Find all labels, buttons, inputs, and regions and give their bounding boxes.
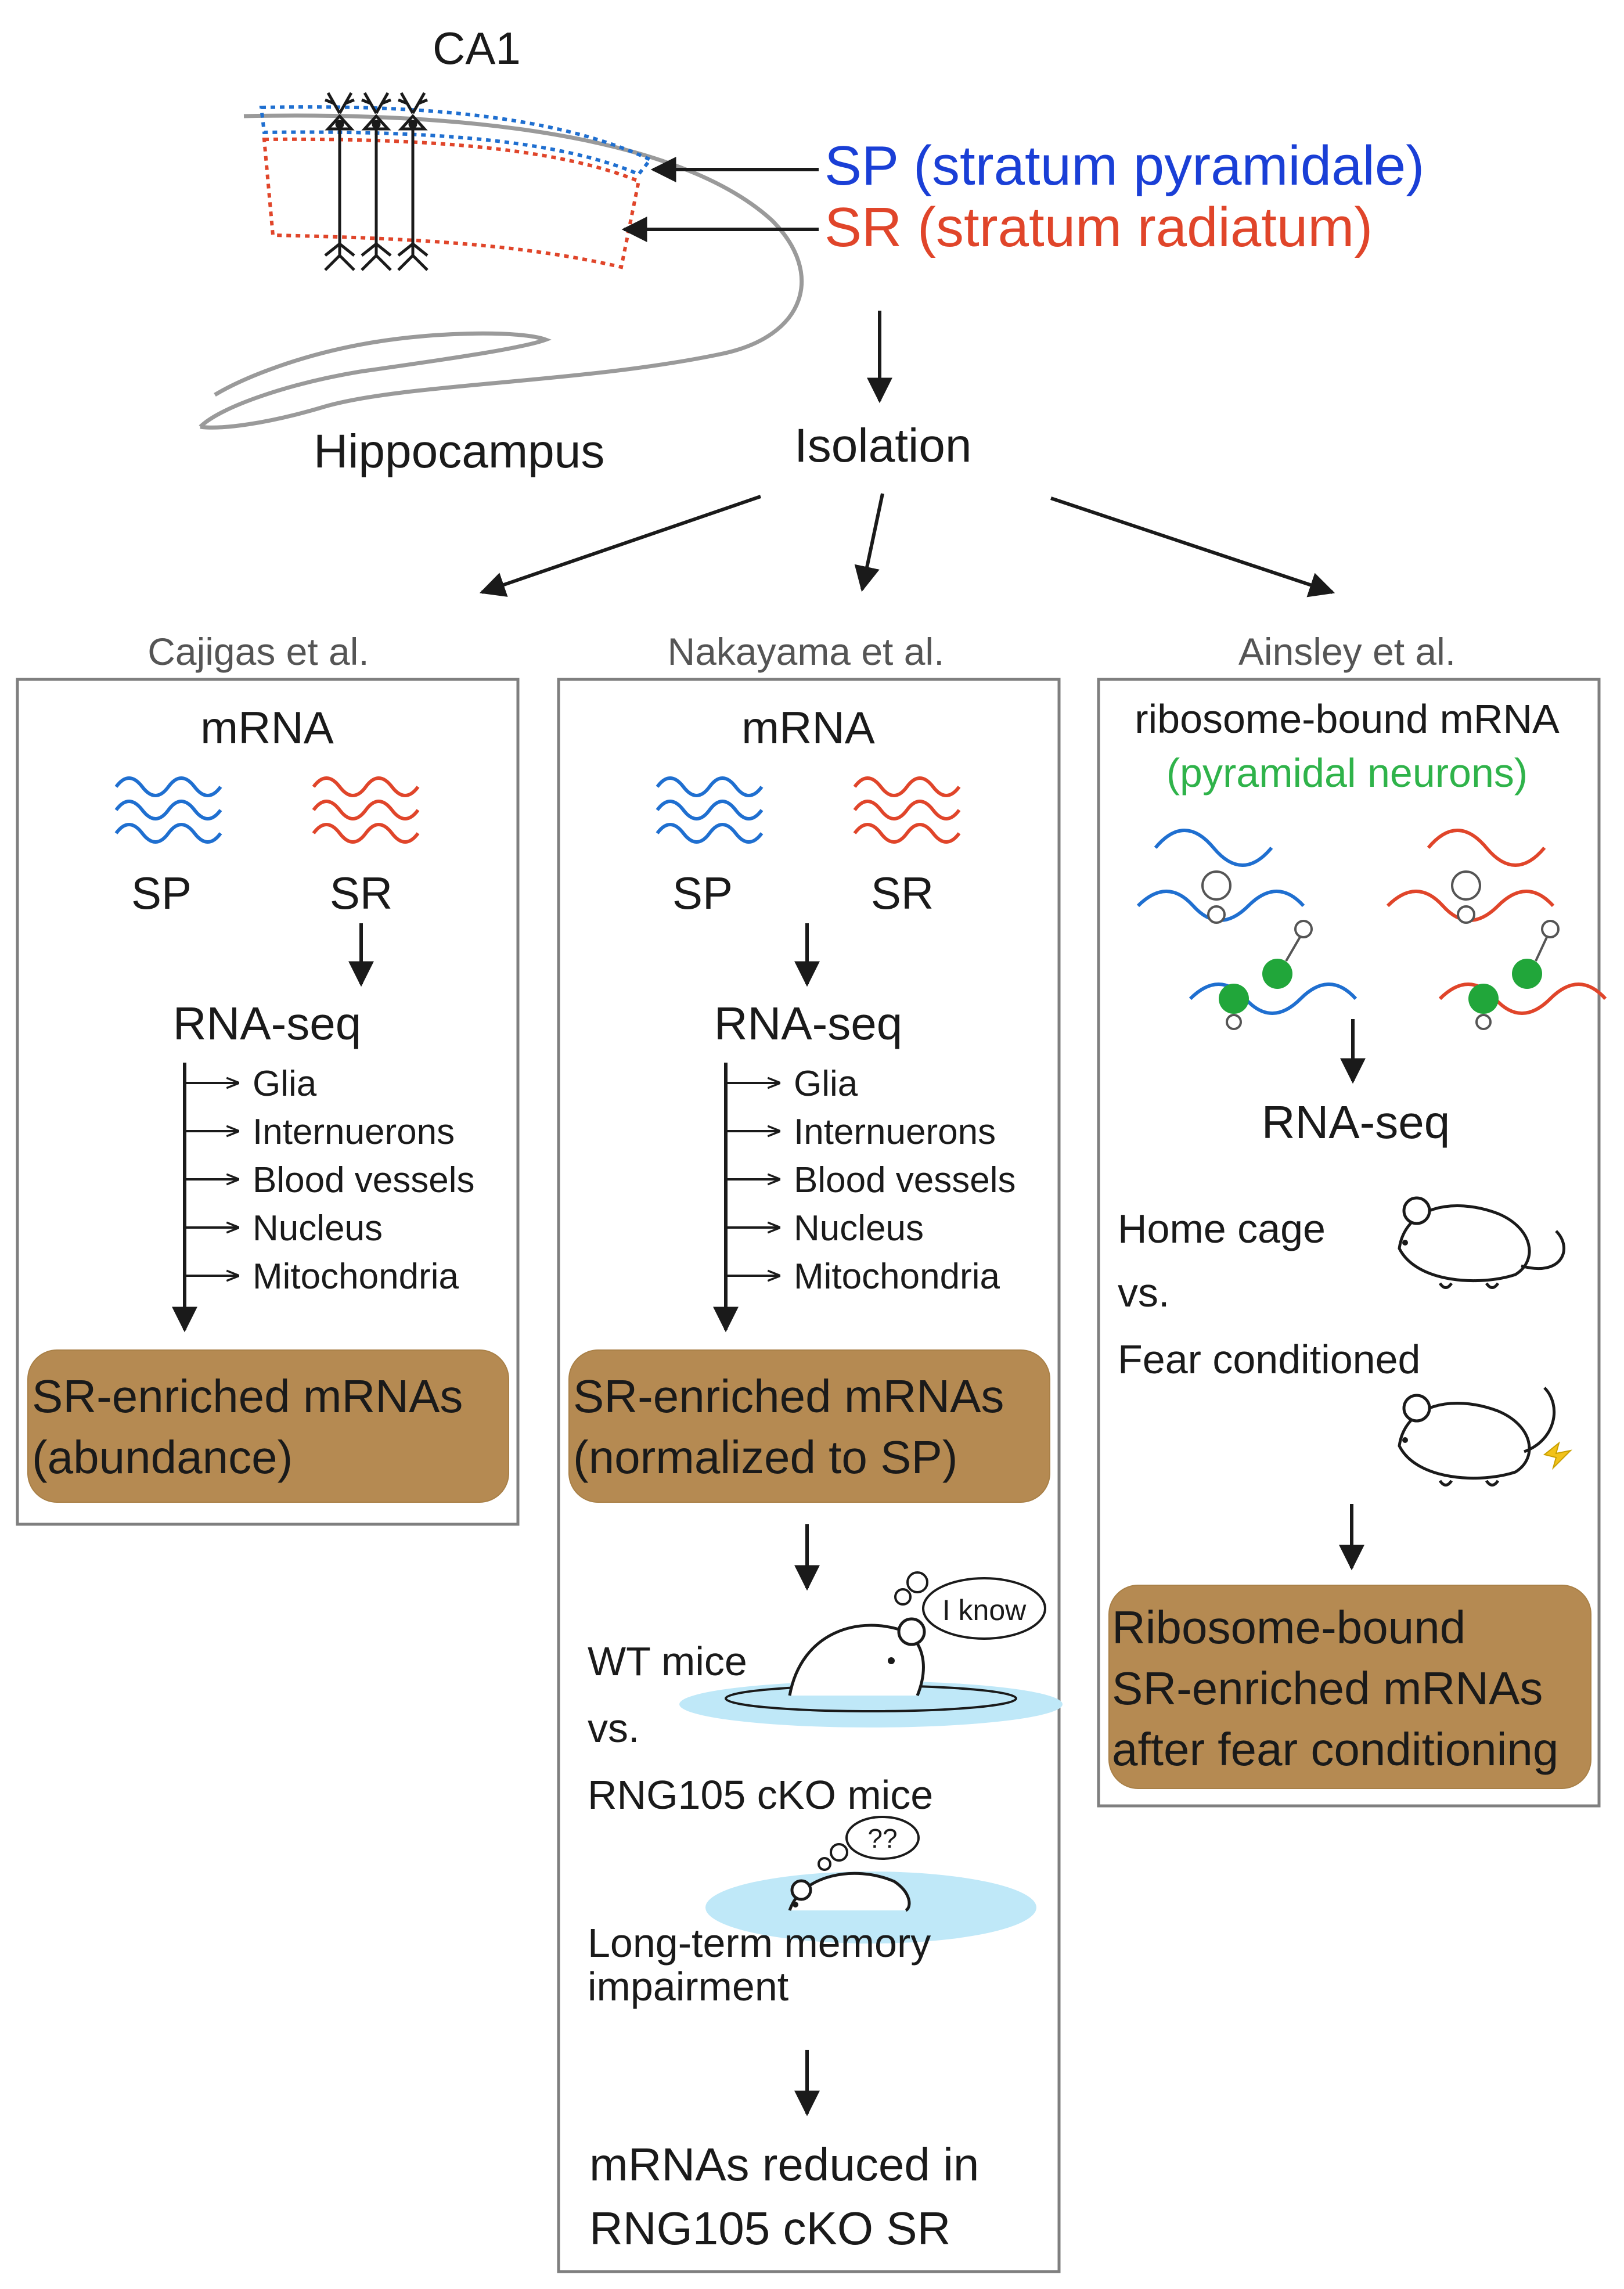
panel-author: Nakayama et al.	[668, 630, 945, 673]
mrna-label: mRNA	[741, 702, 875, 753]
hippocampus-label: Hippocampus	[314, 425, 604, 478]
panel-subtitle: (pyramidal neurons)	[1166, 750, 1528, 796]
sr-sample-label: SR	[871, 868, 934, 919]
cko-mouse-illustration	[705, 1816, 1036, 1944]
vs-label: vs.	[1118, 1270, 1169, 1315]
removed-item: Nucleus	[253, 1208, 383, 1248]
removed-item: Mitochondria	[253, 1257, 459, 1297]
isolation-label: Isolation	[794, 419, 971, 472]
sr-sample-label: SR	[330, 868, 393, 919]
removed-item: Blood vessels	[794, 1160, 1016, 1200]
final-line: mRNAs reduced in	[589, 2139, 979, 2190]
hippocampus-diagram: CA1 Hippocampus	[199, 23, 804, 478]
sr-mrna-waves	[853, 776, 961, 844]
removed-item: Blood vessels	[253, 1160, 475, 1200]
panel-nakayama: Nakayama et al. mRNA SP SR RNA-seq Glia …	[557, 630, 1063, 2273]
filter-branches	[726, 1083, 779, 1276]
ca1-label: CA1	[433, 23, 521, 74]
sp-mrna-waves	[114, 776, 222, 844]
result-line: (abundance)	[32, 1431, 293, 1483]
fear-mouse-icon	[1398, 1387, 1573, 1487]
rnaseq-label: RNA-seq	[714, 998, 903, 1049]
ribosome-mrna-cartoon	[1136, 829, 1607, 1030]
panel-author: Cajigas et al.	[147, 630, 369, 673]
bubble-text: I know	[942, 1594, 1027, 1626]
sr-region	[262, 137, 641, 269]
sp-sample-label: SP	[131, 868, 192, 919]
result-line: after fear conditioning	[1112, 1723, 1558, 1775]
result-line: SR-enriched mRNAs	[1112, 1662, 1543, 1714]
mrna-label: mRNA	[200, 702, 334, 753]
removed-item: Internuerons	[253, 1112, 455, 1152]
branch-arrow-middle	[854, 493, 884, 592]
panel-title: ribosome-bound mRNA	[1135, 696, 1560, 742]
home-cage-mouse-icon	[1398, 1196, 1565, 1289]
fear-label: Fear conditioned	[1118, 1337, 1420, 1382]
result-line: SR-enriched mRNAs	[573, 1370, 1004, 1422]
removed-item: Nucleus	[794, 1208, 924, 1248]
wt-mouse-illustration	[679, 1571, 1063, 1727]
result-line: Ribosome-bound	[1112, 1601, 1465, 1653]
cko-mice-label: RNG105 cKO mice	[588, 1772, 933, 1817]
branch-arrow-right	[1050, 496, 1335, 598]
result-box	[568, 1349, 1050, 1503]
removed-item: Mitochondria	[794, 1257, 1000, 1297]
sp-mrna-waves	[656, 776, 764, 844]
impairment-line: Long-term memory	[588, 1920, 931, 1966]
sp-label: SP (stratum pyramidale)	[824, 135, 1424, 197]
panel-author: Ainsley et al.	[1238, 630, 1456, 673]
panel-cajigas: Cajigas et al. mRNA SP SR RNA-seq Glia I…	[16, 630, 520, 1526]
result-box	[27, 1349, 509, 1503]
sp-region	[259, 105, 653, 177]
rnaseq-label: RNA-seq	[173, 998, 362, 1049]
removed-item: Internuerons	[794, 1112, 996, 1152]
impairment-line: impairment	[588, 1964, 788, 2009]
sr-mrna-waves	[312, 776, 420, 844]
pyramidal-neurons	[324, 92, 428, 271]
sp-sample-label: SP	[672, 868, 733, 919]
panel-ainsley: Ainsley et al. ribosome-bound mRNA (pyra…	[1097, 630, 1607, 1808]
branch-arrow-left	[479, 495, 761, 597]
vs-label: vs.	[588, 1705, 639, 1751]
home-cage-label: Home cage	[1118, 1206, 1326, 1251]
rnaseq-label: RNA-seq	[1262, 1096, 1450, 1148]
removed-item: Glia	[794, 1064, 858, 1104]
thought-bubble	[922, 1577, 1046, 1640]
thought-bubble	[845, 1816, 920, 1860]
result-line: (normalized to SP)	[573, 1431, 957, 1483]
removed-item: Glia	[253, 1064, 317, 1104]
wt-mice-label: WT mice	[588, 1639, 747, 1684]
final-line: RNG105 cKO SR	[589, 2202, 950, 2254]
result-line: SR-enriched mRNAs	[32, 1370, 463, 1422]
bubble-text: ??	[867, 1823, 897, 1853]
filter-branches	[185, 1083, 238, 1276]
sr-label: SR (stratum radiatum)	[824, 196, 1373, 258]
lightning-icon	[1543, 1441, 1573, 1470]
result-box	[1108, 1585, 1591, 1789]
